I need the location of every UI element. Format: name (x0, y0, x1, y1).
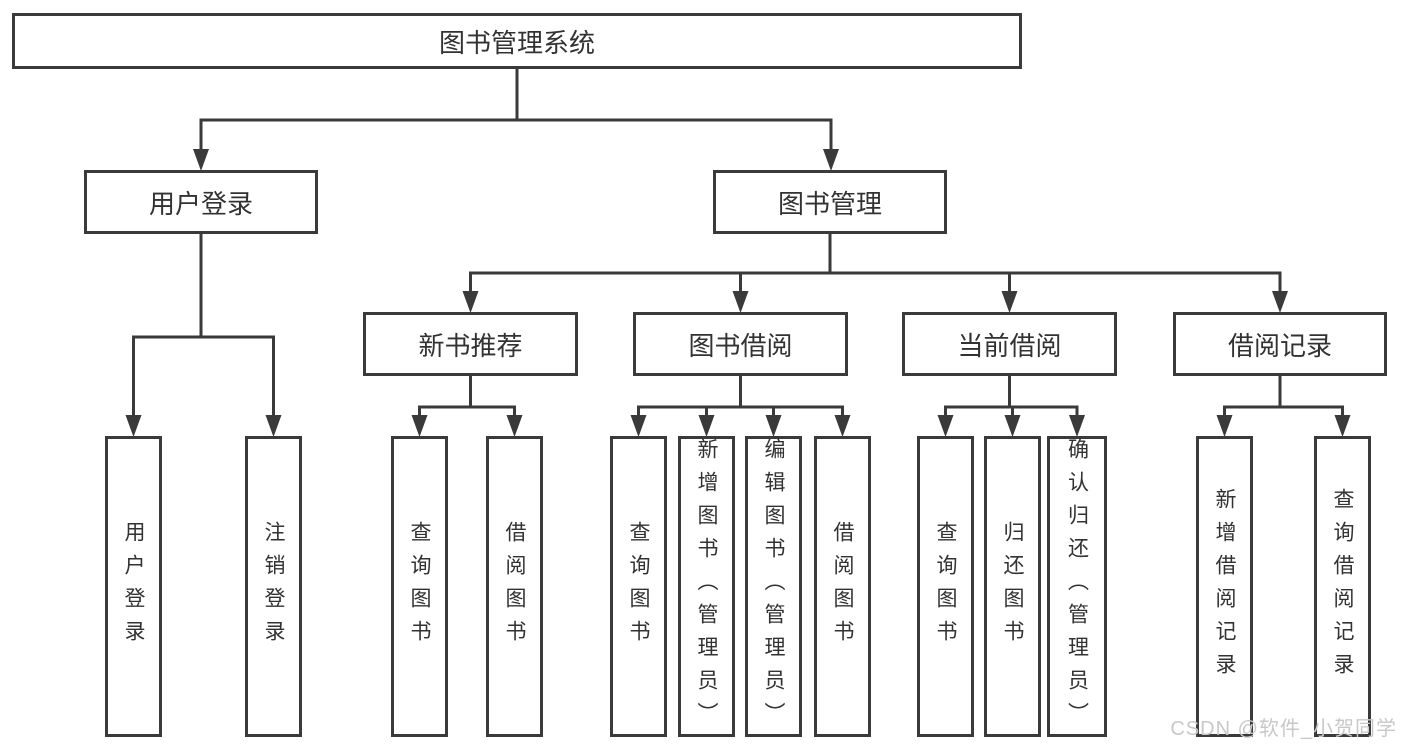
node-new-book-recommend: 新书推荐 (363, 312, 578, 376)
leaf-label: 查询借阅记录 (1331, 487, 1354, 686)
leaf-query-books-borrow: 查询图书 (610, 436, 667, 737)
leaf-label: 新增借阅记录 (1213, 487, 1236, 686)
node-book-management: 图书管理 (713, 170, 947, 234)
watermark: CSDN @软件_小贺同学 (1170, 718, 1397, 740)
leaf-label: 查询图书 (934, 520, 957, 653)
leaf-confirm-return-admin: 确认归还（管理员） (1047, 436, 1107, 737)
leaf-borrow-books-recommend: 借阅图书 (486, 436, 543, 737)
leaf-query-books-recommend: 查询图书 (391, 436, 448, 737)
leaf-add-borrow-record: 新增借阅记录 (1196, 436, 1253, 737)
node-book-borrow: 图书借阅 (633, 312, 848, 376)
leaf-label: 查询图书 (627, 520, 650, 653)
leaf-label: 查询图书 (408, 520, 431, 653)
leaf-label: 归还图书 (1001, 520, 1024, 653)
leaf-return-book: 归还图书 (984, 436, 1041, 737)
leaf-label: 借阅图书 (831, 520, 854, 653)
leaf-query-borrow-record: 查询借阅记录 (1314, 436, 1371, 737)
node-user-login: 用户登录 (84, 170, 318, 234)
node-library-system: 图书管理系统 (12, 13, 1022, 69)
leaf-label: 编辑图书（管理员） (762, 438, 785, 735)
node-borrow-records: 借阅记录 (1173, 312, 1387, 376)
leaf-label: 借阅图书 (503, 520, 526, 653)
leaf-label: 新增图书（管理员） (695, 438, 718, 735)
leaf-label: 注销登录 (262, 520, 285, 653)
leaf-add-book-admin: 新增图书（管理员） (678, 436, 735, 737)
leaf-query-books-current: 查询图书 (917, 436, 974, 737)
arrowheads (125, 149, 1351, 437)
node-current-borrow: 当前借阅 (902, 312, 1117, 376)
leaf-edit-book-admin: 编辑图书（管理员） (745, 436, 802, 737)
leaf-logout: 注销登录 (245, 436, 302, 737)
leaf-user-login: 用户登录 (105, 436, 162, 737)
leaf-borrow-books: 借阅图书 (814, 436, 871, 737)
leaf-label: 确认归还（管理员） (1065, 438, 1089, 735)
leaf-label: 用户登录 (122, 520, 145, 653)
